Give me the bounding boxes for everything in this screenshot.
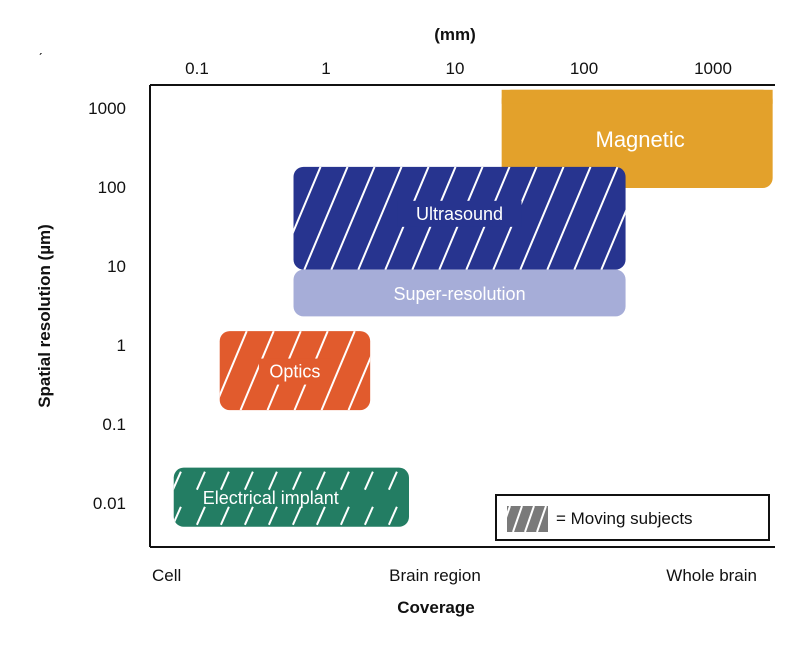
x-tick-label: 100 [570,59,598,78]
box-optics-label: Optics [269,362,320,382]
box-super-resolution: Super-resolution [293,269,626,317]
x-tick-label: 0.1 [185,59,209,78]
x-axis-unit-label: (mm) [434,25,476,44]
y-tick-label: 1000 [88,99,126,118]
y-tick-label: 100 [98,178,126,197]
box-ultrasound-hatch [293,166,626,270]
x-axis-title: Coverage [397,598,474,617]
box-electrical-implant-label: Electrical implant [203,488,339,508]
legend: = Moving subjects [495,494,770,541]
y-tick-label: 0.01 [93,494,126,513]
box-super-resolution-fill [293,269,626,317]
box-ultrasound-label: Ultrasound [416,204,503,224]
box-electrical-implant: Electrical implant [173,467,410,527]
box-optics: Optics [219,331,371,411]
box-magnetic-fill [501,89,773,189]
box-magnetic-label: Magnetic [596,127,685,152]
x-tick-label: 10 [446,59,465,78]
legend-label: = Moving subjects [556,509,693,528]
y-tick-label: 1 [117,336,126,355]
x-category-label: Brain region [389,566,481,585]
x-category-label: Cell [152,566,181,585]
box-magnetic: Magnetic [501,89,773,189]
box-ultrasound: Ultrasound [293,166,626,270]
y-tick-label: 10 [107,257,126,276]
plot-frame [149,84,775,548]
box-electrical-implant-fill [173,467,410,527]
box-super-resolution-label: Super-resolution [394,284,526,304]
x-tick-label: 1000 [694,59,732,78]
y-tick-label: 0.1 [102,415,126,434]
stray-mark: ˏ [38,39,43,55]
x-category-label: Whole brain [666,566,757,585]
box-electrical-implant-hatch [173,471,398,526]
x-tick-label: 1 [321,59,330,78]
y-axis-title: Spatial resolution (µm) [35,224,54,408]
moving-subjects-swatch-icon [507,506,548,532]
